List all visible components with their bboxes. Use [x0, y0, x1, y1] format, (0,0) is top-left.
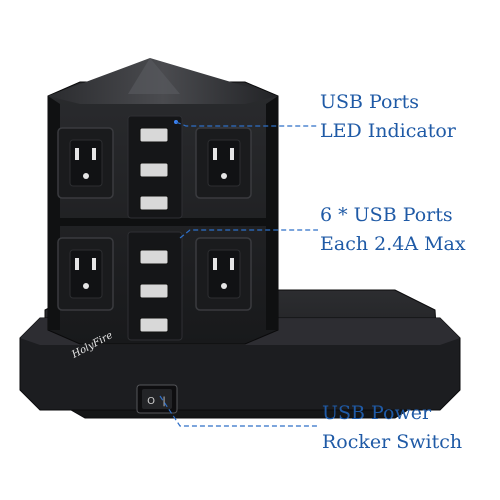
lower-usb-port-column: [127, 231, 183, 341]
usb-port[interactable]: [139, 283, 169, 299]
usb-power-rocker-switch[interactable]: O |: [136, 384, 178, 414]
leader-line-switch: [159, 395, 318, 427]
callout-usb-led-indicator: USB Ports LED Indicator: [320, 88, 456, 146]
switch-on-label: |: [162, 396, 165, 407]
lower-right-ac-outlet[interactable]: [195, 237, 252, 311]
callout-line1: USB Power: [322, 402, 432, 424]
switch-off-label: O: [147, 396, 155, 407]
callout-usb-ports: 6 * USB Ports Each 2.4A Max: [320, 201, 466, 259]
usb-port[interactable]: [139, 195, 169, 211]
upper-left-ac-outlet[interactable]: [57, 127, 114, 199]
callout-line1: USB Ports: [320, 91, 419, 113]
leader-line-usb: [179, 229, 318, 239]
usb-port[interactable]: [139, 317, 169, 333]
leader-lines: [159, 121, 318, 427]
usb-port[interactable]: [139, 127, 169, 143]
callout-line2: Rocker Switch: [322, 431, 463, 453]
leader-line-led: [175, 121, 318, 127]
lower-left-ac-outlet[interactable]: [57, 237, 114, 311]
usb-port[interactable]: [139, 162, 169, 178]
callout-line2: LED Indicator: [320, 120, 456, 142]
usb-port[interactable]: [139, 249, 169, 265]
callout-rocker-switch: USB Power Rocker Switch: [322, 399, 462, 457]
callout-line1: 6 * USB Ports: [320, 204, 453, 226]
upper-right-ac-outlet[interactable]: [195, 127, 252, 199]
callout-line2: Each 2.4A Max: [320, 233, 466, 255]
upper-usb-port-column: [127, 115, 183, 219]
